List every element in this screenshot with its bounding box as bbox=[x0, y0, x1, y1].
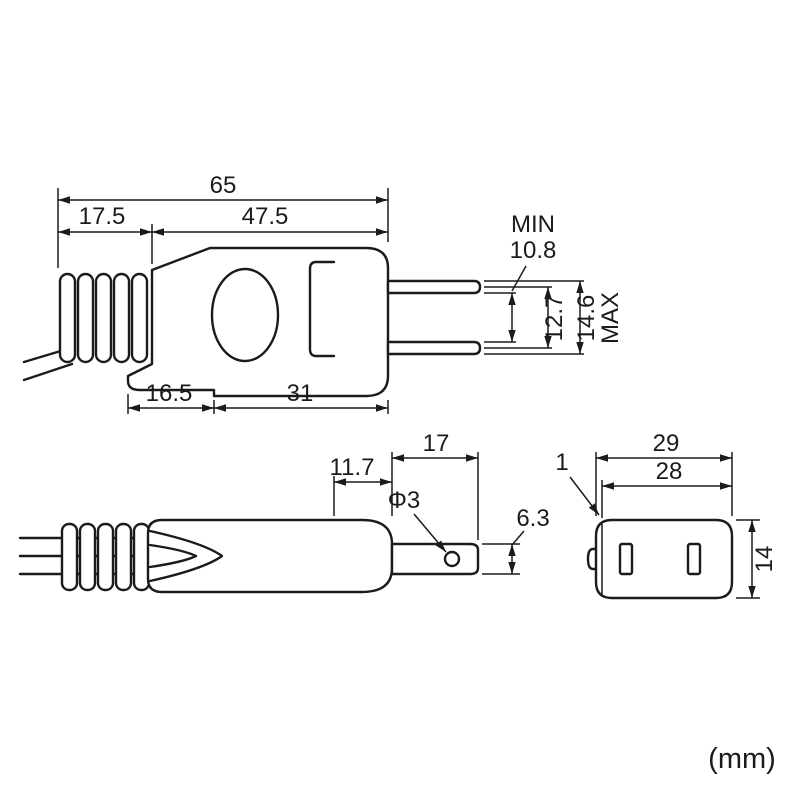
dim-front-section: 31 bbox=[287, 380, 314, 407]
side-view: 17 11.7 Φ3 6.3 bbox=[18, 430, 550, 594]
dim-lip: 1 bbox=[555, 449, 568, 476]
dim-face-height: 14 bbox=[751, 546, 778, 573]
plug-body-top bbox=[126, 246, 390, 398]
blade-side bbox=[390, 542, 480, 576]
plug-body-side bbox=[146, 518, 394, 594]
dim-blade-gap-min: 10.8 bbox=[510, 237, 557, 264]
grip-fork-inner-detail bbox=[148, 543, 198, 569]
blade-top bbox=[386, 279, 482, 295]
body-oval-detail bbox=[210, 267, 280, 363]
dim-tip-to-hole: 11.7 bbox=[330, 454, 375, 481]
blade-gap-min-label: MIN bbox=[511, 211, 555, 238]
strain-relief-top bbox=[58, 272, 149, 364]
strain-relief-side bbox=[60, 522, 151, 592]
dim-face-width-inner: 28 bbox=[656, 458, 683, 485]
front-view: 29 28 1 14 bbox=[555, 430, 778, 600]
dim-overall-length: 65 bbox=[210, 172, 237, 199]
grip-fork-detail bbox=[148, 529, 224, 583]
dim-blade-width: 6.3 bbox=[516, 505, 549, 532]
front-view-dimensions: 29 28 1 14 bbox=[555, 430, 778, 599]
dim-face-width-outer: 29 bbox=[653, 430, 680, 457]
blade-spacing-dimensions: MIN 10.8 12.7 14.6 MAX bbox=[484, 211, 624, 355]
blade-bottom bbox=[386, 340, 482, 356]
dim-grip-length: 17.5 bbox=[79, 203, 126, 230]
body-bracket-detail bbox=[308, 260, 336, 358]
unit-label: (mm) bbox=[708, 743, 776, 775]
blade-span-max-label: MAX bbox=[597, 292, 624, 344]
dim-body-length: 47.5 bbox=[242, 203, 289, 230]
dim-hole-diameter: Φ3 bbox=[388, 487, 421, 514]
dim-blade-length: 17 bbox=[423, 430, 450, 457]
side-view-dimensions: 17 11.7 Φ3 6.3 bbox=[330, 430, 550, 575]
blade-slot-left bbox=[618, 542, 634, 576]
blade-slot-right bbox=[686, 542, 702, 576]
dim-blade-pitch: 12.7 bbox=[541, 295, 568, 342]
dim-blade-span-max: 14.6 bbox=[573, 295, 600, 342]
top-view: 65 17.5 47.5 16.5 31 MIN bbox=[22, 172, 624, 414]
dim-rear-section: 16.5 bbox=[146, 380, 193, 407]
plug-cap-front bbox=[594, 518, 734, 600]
length-dimensions: 65 17.5 47.5 16.5 31 bbox=[57, 172, 389, 414]
blade-hole bbox=[443, 550, 461, 568]
cord-lines-top bbox=[22, 348, 74, 382]
